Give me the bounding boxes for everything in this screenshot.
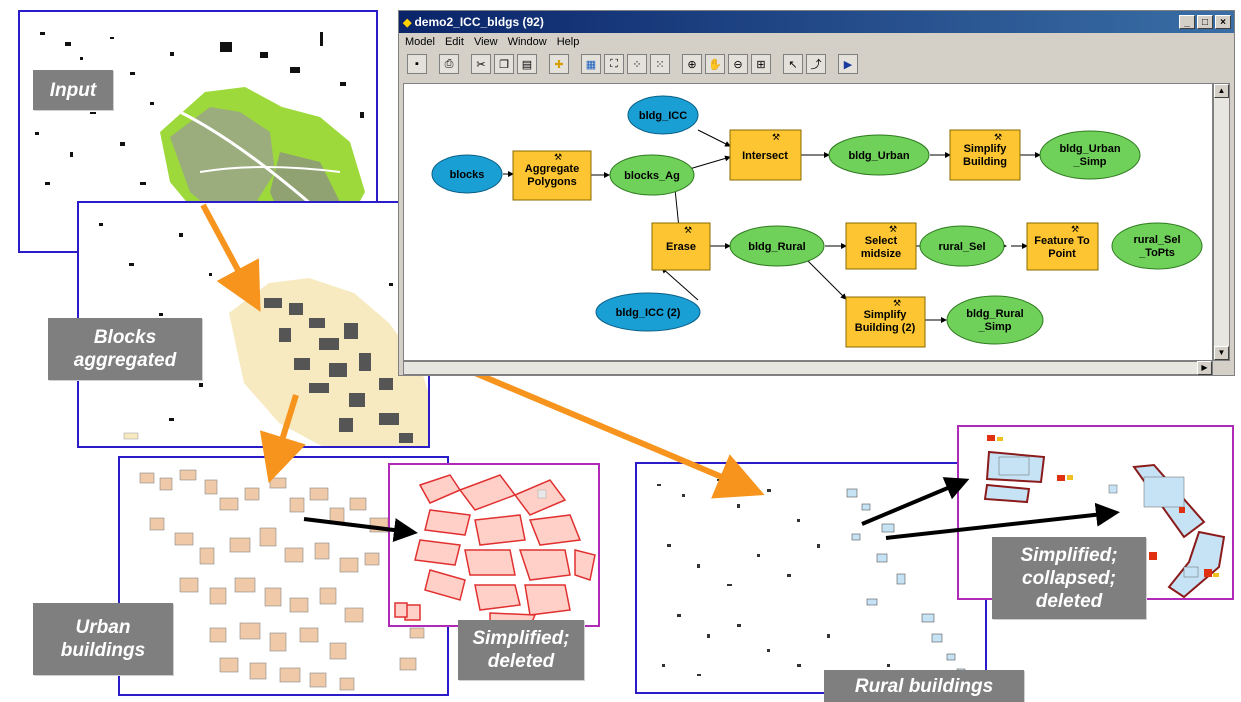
svg-text:⚒: ⚒	[1071, 224, 1079, 234]
rural-map	[657, 479, 966, 676]
horizontal-scrollbar[interactable]: ▶	[403, 361, 1213, 375]
vertical-scrollbar[interactable]: ▲ ▼	[1213, 83, 1230, 361]
paste-icon[interactable]: ▤	[517, 54, 537, 74]
node-blocks-ag[interactable]: blocks_Ag	[609, 154, 695, 196]
svg-text:⚒: ⚒	[994, 132, 1002, 142]
zoom-in-icon[interactable]: ⊕	[682, 54, 702, 74]
minimize-button[interactable]: _	[1179, 15, 1195, 29]
node-bldg-icc-2[interactable]: bldg_ICC (2)	[595, 292, 701, 332]
scroll-right-icon[interactable]: ▶	[1197, 361, 1212, 375]
run-icon[interactable]: ▶	[838, 54, 858, 74]
tool-ftp-line2: Point	[1048, 248, 1076, 260]
svg-text:⚒: ⚒	[684, 225, 692, 235]
cut-icon[interactable]: ✂	[471, 54, 491, 74]
tool-erase[interactable]: Erase	[651, 222, 711, 271]
tool-simplify-line1: Simplify	[964, 143, 1008, 155]
scroll-down-icon[interactable]: ▼	[1214, 346, 1229, 360]
svg-text:bldg_ICC (2): bldg_ICC (2)	[616, 307, 681, 319]
blocks-aggregated-label: Blocks aggregated	[48, 318, 202, 380]
zoom-out-icon[interactable]: ⊖	[728, 54, 748, 74]
node-blocks[interactable]: blocks	[431, 154, 503, 194]
node-bldg-icc[interactable]: bldg_ICC	[627, 95, 699, 135]
menu-help[interactable]: Help	[556, 36, 580, 48]
node-bldg-rural[interactable]: bldg_Rural	[729, 225, 825, 267]
tool-ftp-line1: Feature To	[1034, 235, 1090, 247]
menu-window[interactable]: Window	[507, 36, 547, 48]
pan-icon[interactable]: ✋	[705, 54, 725, 74]
tool-select-midsize[interactable]: Select midsize	[845, 222, 917, 270]
svg-text:⚒: ⚒	[893, 298, 901, 308]
out-rural-simp-line1: bldg_Rural	[966, 308, 1023, 320]
tool-intersect[interactable]: Intersect	[729, 129, 802, 181]
model-diagram: blocks bldg_ICC bldg_ICC (2) Aggregate P…	[431, 95, 1203, 348]
rural-map-panel	[635, 462, 987, 694]
svg-text:Intersect: Intersect	[742, 150, 788, 162]
copy-icon[interactable]: ❐	[494, 54, 514, 74]
menu-bar: Model Edit View Window Help	[399, 33, 1234, 51]
overview-icon[interactable]: ⊞	[751, 54, 771, 74]
node-rural-sel-topts[interactable]: rural_Sel _ToPts	[1111, 222, 1203, 270]
svg-text:Erase: Erase	[666, 241, 696, 253]
scroll-up-icon[interactable]: ▲	[1214, 84, 1229, 98]
svg-text:bldg_Rural: bldg_Rural	[748, 241, 805, 253]
save-icon[interactable]: ▪	[407, 54, 427, 74]
urban-simplified-panel	[388, 463, 600, 627]
node-bldg-rural-simp[interactable]: bldg_Rural _Simp	[946, 295, 1044, 345]
menu-view[interactable]: View	[473, 36, 498, 48]
add-data-icon[interactable]: ✚	[549, 54, 569, 74]
node-bldg-urban[interactable]: bldg_Urban	[828, 134, 930, 176]
menu-model[interactable]: Model	[405, 36, 435, 48]
svg-text:bldg_ICC: bldg_ICC	[639, 110, 687, 122]
svg-text:⚒: ⚒	[889, 224, 897, 234]
out-urban-simp-line1: bldg_Urban	[1059, 143, 1120, 155]
simplified-deleted-label: Simplified; deleted	[458, 620, 584, 680]
out-urban-simp-line2: _Simp	[1072, 156, 1106, 168]
tool-feature-to-point[interactable]: Feature To Point	[1026, 222, 1099, 271]
maximize-button[interactable]: □	[1197, 15, 1213, 29]
close-button[interactable]: ×	[1215, 15, 1231, 29]
node-rural-sel[interactable]: rural_Sel	[919, 225, 1005, 267]
urban-simplified-map	[394, 474, 596, 625]
add-connection-icon[interactable]: ⤴	[806, 54, 826, 74]
rural-buildings-label: Rural buildings	[824, 670, 1024, 702]
svg-text:⚒: ⚒	[772, 132, 780, 142]
svg-text:⚒: ⚒	[554, 152, 562, 162]
svg-text:rural_Sel: rural_Sel	[938, 241, 985, 253]
tool-select-line2: midsize	[861, 248, 901, 260]
toolbar: ▪ ⎙ ✂ ❐ ▤ ✚ ▦ ⛶ ⁘ ⁙ ⊕ ✋ ⊖ ⊞ ↖ ⤴ ▶	[399, 51, 1234, 77]
full-extent-icon[interactable]: ⛶	[604, 54, 624, 74]
simplified-collapsed-deleted-label: Simplified; collapsed; deleted	[992, 537, 1146, 619]
out-topts-line2: _ToPts	[1138, 247, 1175, 259]
out-rural-simp-line2: _Simp	[977, 321, 1011, 333]
tool-simplify-building-2[interactable]: Simplify Building (2)	[845, 296, 926, 348]
modelbuilder-window: ◆ demo2_ICC_bldgs (92) _ □ × Model Edit …	[398, 10, 1235, 376]
model-icon: ◆	[403, 16, 412, 29]
tool-simplify-line2: Building	[963, 156, 1007, 168]
select-pointer-icon[interactable]: ↖	[783, 54, 803, 74]
urban-buildings-label: Urban buildings	[33, 603, 173, 675]
auto-layout-icon[interactable]: ▦	[581, 54, 601, 74]
menu-edit[interactable]: Edit	[444, 36, 464, 48]
fixed-zoom-in-icon[interactable]: ⁙	[650, 54, 670, 74]
tool-simplify2-line1: Simplify	[864, 309, 908, 321]
model-canvas[interactable]: blocks bldg_ICC bldg_ICC (2) Aggregate P…	[403, 83, 1213, 361]
svg-text:blocks: blocks	[450, 169, 485, 181]
print-icon[interactable]: ⎙	[439, 54, 459, 74]
svg-text:blocks_Ag: blocks_Ag	[624, 170, 680, 182]
input-label: Input	[33, 70, 113, 110]
node-bldg-urban-simp[interactable]: bldg_Urban _Simp	[1039, 130, 1141, 180]
window-title: demo2_ICC_bldgs (92)	[414, 15, 544, 29]
rural-simplified-map	[983, 435, 1226, 598]
window-titlebar[interactable]: ◆ demo2_ICC_bldgs (92) _ □ ×	[399, 11, 1234, 33]
tool-select-line1: Select	[865, 235, 898, 247]
tool-aggregate-line1: Aggregate	[525, 163, 579, 175]
tool-aggregate-line2: Polygons	[527, 176, 577, 188]
fixed-zoom-out-icon[interactable]: ⁘	[627, 54, 647, 74]
tool-aggregate-polygons[interactable]: Aggregate Polygons	[512, 150, 592, 201]
tool-simplify2-line2: Building (2)	[855, 322, 916, 334]
tool-hammer-icons: ⚒ ⚒ ⚒ ⚒ ⚒ ⚒ ⚒	[554, 132, 1079, 308]
tool-simplify-building[interactable]: Simplify Building	[949, 129, 1021, 181]
out-topts-line1: rural_Sel	[1133, 234, 1180, 246]
svg-text:bldg_Urban: bldg_Urban	[848, 150, 909, 162]
